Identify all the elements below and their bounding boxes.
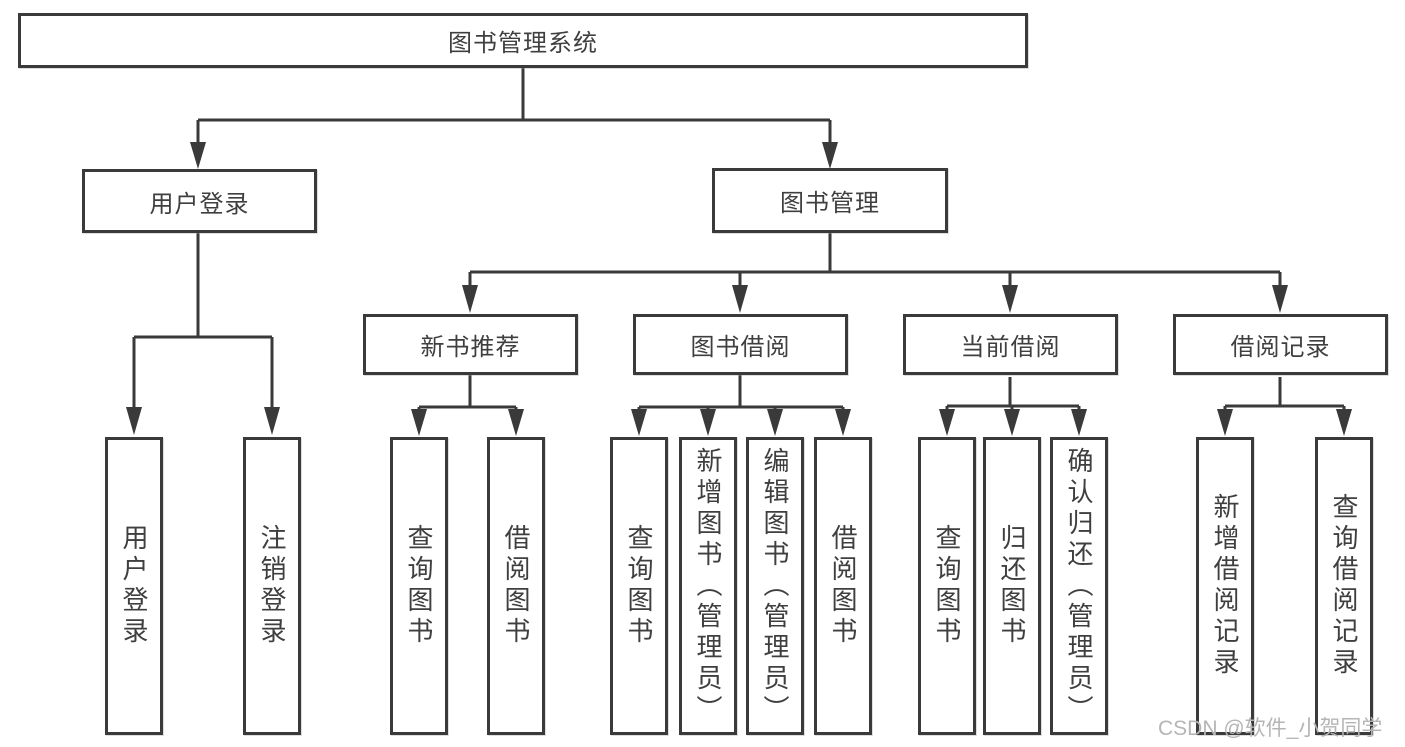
node-library-management-system: 图书管理系统 bbox=[18, 13, 1028, 68]
node-label: 确认归还（管理员） bbox=[1064, 446, 1094, 726]
node-label: 用户登录 bbox=[149, 190, 250, 218]
node-label: 注销登录 bbox=[257, 524, 287, 648]
node-book-management: 图书管理 bbox=[712, 168, 948, 233]
leaf-borrow-books-recommend: 借阅图书 bbox=[487, 437, 545, 735]
leaf-borrow-books: 借阅图书 bbox=[814, 437, 872, 735]
node-label: 查询图书 bbox=[932, 524, 962, 648]
leaf-confirm-return-admin: 确认归还（管理员） bbox=[1050, 437, 1108, 735]
node-label: 图书管理 bbox=[780, 190, 880, 217]
node-borrowing-records: 借阅记录 bbox=[1173, 314, 1388, 375]
node-label: 用户登录 bbox=[119, 524, 149, 648]
node-label: 新增图书（管理员） bbox=[693, 446, 723, 726]
leaf-add-books-admin: 新增图书（管理员） bbox=[679, 437, 737, 735]
node-new-book-recommendation: 新书推荐 bbox=[363, 314, 578, 375]
leaf-query-borrow-record: 查询借阅记录 bbox=[1315, 437, 1373, 735]
node-label: 借阅图书 bbox=[828, 524, 858, 648]
arrowheads bbox=[126, 142, 1352, 436]
csdn-watermark: CSDN @软件_小贺同学 bbox=[1158, 717, 1383, 740]
node-label: 查询借阅记录 bbox=[1329, 493, 1359, 679]
node-label: 借阅记录 bbox=[1230, 334, 1331, 361]
node-label: 编辑图书（管理员） bbox=[760, 446, 790, 726]
node-current-borrowing: 当前借阅 bbox=[903, 314, 1118, 375]
leaf-return-books: 归还图书 bbox=[983, 437, 1041, 735]
node-label: 归还图书 bbox=[997, 524, 1027, 648]
leaf-user-login: 用户登录 bbox=[105, 437, 163, 735]
leaf-query-books-recommend: 查询图书 bbox=[390, 437, 448, 735]
node-label: 图书管理系统 bbox=[448, 30, 598, 57]
leaf-logout: 注销登录 bbox=[243, 437, 301, 735]
node-label: 查询图书 bbox=[404, 524, 434, 648]
node-label: 借阅图书 bbox=[501, 524, 531, 648]
leaf-query-books-borrow: 查询图书 bbox=[610, 437, 668, 735]
node-label: 新书推荐 bbox=[420, 334, 521, 361]
node-label: 新增借阅记录 bbox=[1210, 493, 1240, 679]
node-book-borrowing: 图书借阅 bbox=[633, 314, 848, 375]
node-label: 查询图书 bbox=[624, 524, 654, 648]
leaf-edit-books-admin: 编辑图书（管理员） bbox=[746, 437, 804, 735]
node-user-login-branch: 用户登录 bbox=[82, 169, 317, 233]
leaf-add-borrow-record: 新增借阅记录 bbox=[1196, 437, 1254, 735]
node-label: 图书借阅 bbox=[690, 334, 791, 361]
leaf-query-books-current: 查询图书 bbox=[918, 437, 976, 735]
node-label: 当前借阅 bbox=[960, 334, 1061, 361]
